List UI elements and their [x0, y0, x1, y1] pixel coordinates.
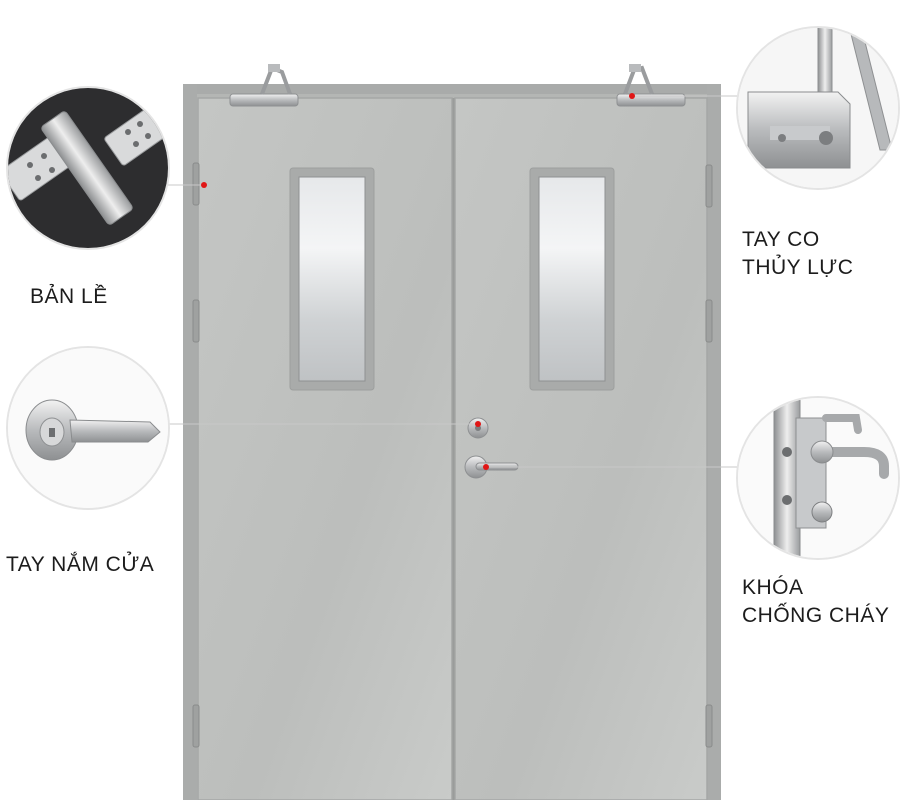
door-hinges: [192, 162, 713, 748]
closer-detail-callout: [736, 26, 900, 190]
right-vision-window: [529, 167, 615, 391]
handle-label: TAY NẮM CỬA: [6, 553, 155, 576]
closer-label: TAY CO THỦY LỰC: [742, 228, 854, 279]
callout-dots: [201, 93, 635, 470]
door-closer-left: [229, 64, 299, 107]
left-vision-window: [289, 167, 375, 391]
handle-detail-callout: [6, 346, 170, 510]
callout-lines: [168, 95, 738, 468]
hinge-detail-callout: [6, 86, 170, 250]
lock-label: KHÓA CHỐNG CHÁY: [742, 576, 890, 627]
hinge-label: BẢN LỀ: [30, 285, 108, 308]
door-lock-cylinder: [467, 417, 489, 439]
lock-detail-callout: [736, 396, 900, 560]
